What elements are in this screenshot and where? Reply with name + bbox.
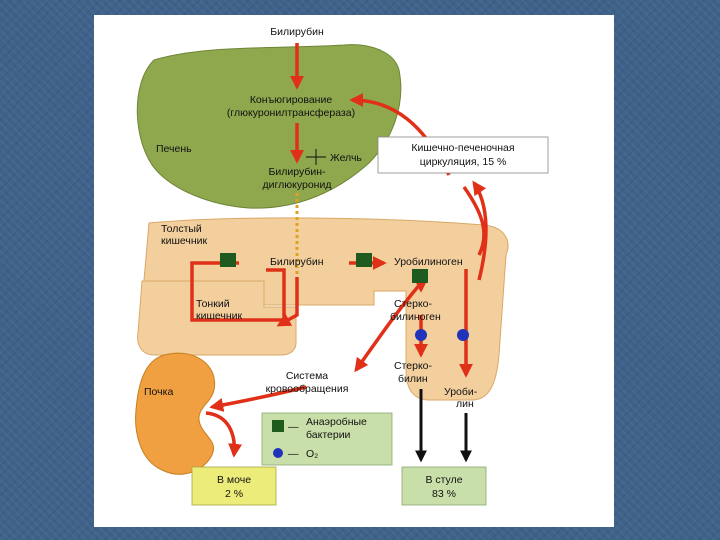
label-enterohepatic-1: Кишечно-печеночная xyxy=(411,142,514,154)
label-kidney: Почка xyxy=(144,386,173,398)
legend-anaerobic-1: Анаэробные xyxy=(306,416,367,428)
label-stercobilin-1: Стерко- xyxy=(394,360,433,372)
label-conjugation-2: (глюкуронилтрансфераза) xyxy=(227,107,355,119)
label-conjugation-1: Конъюгирование xyxy=(250,94,333,106)
black-arrows xyxy=(415,389,472,463)
label-urine-2: 2 % xyxy=(225,488,243,500)
arrow-kidney-urine xyxy=(205,411,243,458)
label-large-intestine-1: Толстый xyxy=(161,223,202,235)
arrow-bilirubin-to-small xyxy=(276,277,299,327)
label-diglucuronide-1: Билирубин- xyxy=(268,166,326,178)
label-bilirubin-gut: Билирубин xyxy=(270,256,324,268)
enterohepatic-box xyxy=(377,136,549,174)
stool-box xyxy=(401,466,487,506)
arrow-circ-upper xyxy=(462,185,486,256)
label-stool-2: 83 % xyxy=(432,488,456,500)
bacteria-icon xyxy=(220,253,236,267)
arrow-to-circulation xyxy=(354,281,423,373)
label-urobilin-1: Уроби- xyxy=(444,386,478,398)
label-urobilin-2: лин xyxy=(456,398,474,410)
legend-dash-1: — xyxy=(288,421,299,433)
legend-anaerobic-2: бактерии xyxy=(306,429,351,441)
bacteria-markers xyxy=(220,253,428,283)
bacteria-icon xyxy=(412,269,428,283)
label-urobilinogen: Уробилиноген xyxy=(394,256,463,268)
bilirubin-metabolism-diagram: Билирубин Конъюгирование (глюкуронилтран… xyxy=(135,26,549,506)
label-circulation-2: кровообращения xyxy=(266,383,349,395)
label-enterohepatic-2: циркуляция, 15 % xyxy=(420,156,507,168)
label-diglucuronide-2: диглюкуронид xyxy=(263,179,332,191)
label-small-intestine-1: Тонкий xyxy=(196,298,230,310)
label-stercobilin-2: билин xyxy=(398,373,428,385)
label-stercobilinogen-1: Стерко- xyxy=(394,298,433,310)
oxygen-icon xyxy=(457,329,469,341)
legend-dash-2: — xyxy=(288,448,299,460)
kidney-shape xyxy=(135,352,216,475)
label-circulation-1: Система xyxy=(286,370,328,382)
label-stercobilinogen-2: билиноген xyxy=(390,311,441,323)
label-bile: Желчь xyxy=(330,152,362,164)
label-small-intestine-2: кишечник xyxy=(196,310,243,322)
legend-o2: O₂ xyxy=(306,448,318,460)
label-bilirubin-top: Билирубин xyxy=(270,26,324,38)
slide: Билирубин Конъюгирование (глюкуронилтран… xyxy=(94,15,614,527)
label-stool-1: В стуле xyxy=(425,474,462,486)
arrow-small-loop xyxy=(190,261,286,322)
label-liver: Печень xyxy=(156,143,192,155)
label-urine-1: В моче xyxy=(217,474,251,486)
legend-oxygen-icon xyxy=(273,448,283,458)
arrow-to-liver-right xyxy=(472,180,488,281)
bacteria-icon xyxy=(356,253,372,267)
arrow-to-kidney xyxy=(209,385,307,412)
small-intestine-shape xyxy=(137,280,297,356)
label-large-intestine-2: кишечник xyxy=(161,235,208,247)
urine-box xyxy=(191,466,277,506)
oxygen-markers xyxy=(415,329,469,341)
legend-bacteria-icon xyxy=(272,420,284,432)
oxygen-icon xyxy=(415,329,427,341)
liver-shape xyxy=(136,44,402,209)
